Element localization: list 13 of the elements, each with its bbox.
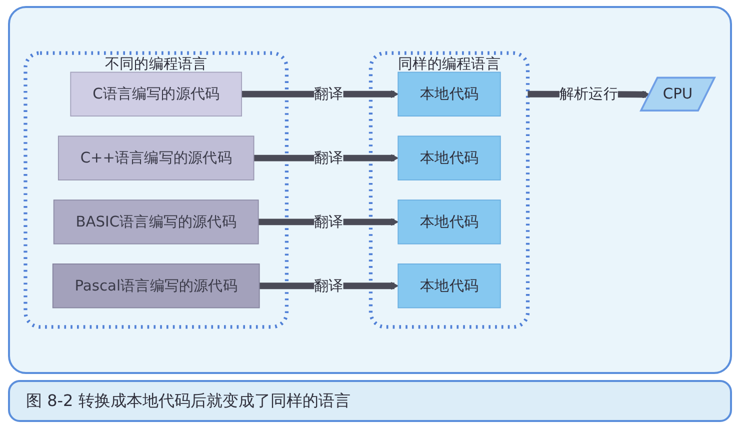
edge-label: 翻译 <box>314 148 344 166</box>
node-box <box>398 200 501 244</box>
node-box <box>398 264 501 308</box>
node-box <box>52 264 260 308</box>
edge-label: 翻译 <box>314 276 344 294</box>
node-box <box>58 136 254 180</box>
node-box <box>398 136 501 180</box>
caption: 图 8-2 转换成本地代码后就变成了同样的语言 <box>8 380 732 422</box>
node-box <box>53 200 259 244</box>
node-box <box>398 72 501 116</box>
edge-label: 翻译 <box>314 85 344 102</box>
edge-label: 翻译 <box>314 212 344 230</box>
node-box <box>70 72 242 116</box>
